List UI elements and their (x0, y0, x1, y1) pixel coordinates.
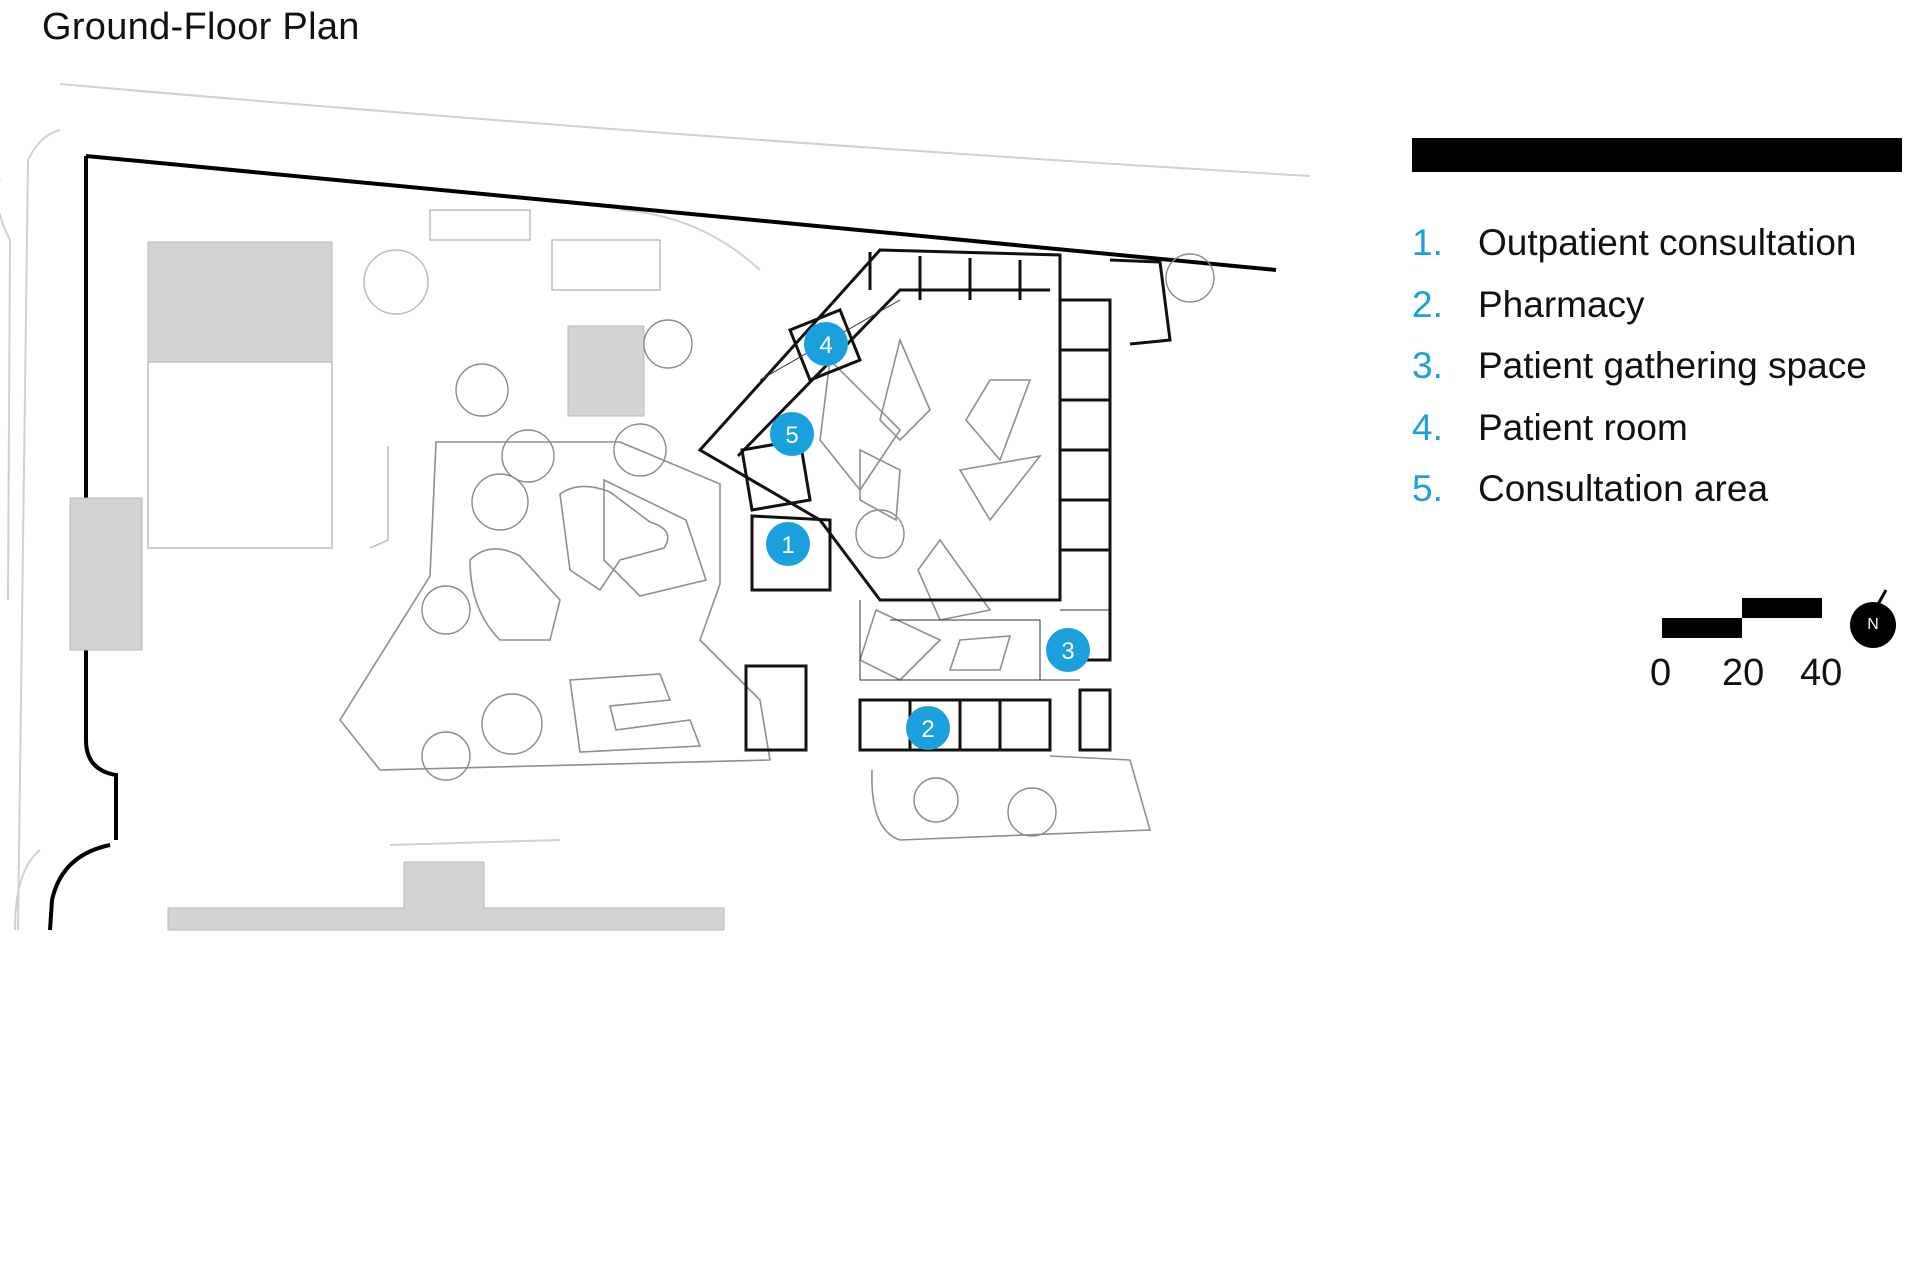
trees (421, 253, 1215, 837)
north-label: N (1867, 616, 1879, 633)
scale-label-40: 40 (1800, 652, 1843, 694)
legend-number: 2. (1412, 283, 1443, 325)
road-lines (0, 83, 1311, 931)
legend-item: 3. Patient gathering space (1412, 345, 1867, 407)
legend-header-bar (1412, 138, 1902, 172)
site-boundary (48, 154, 1277, 931)
terrace (871, 755, 1152, 841)
page-title: Ground-Floor Plan (42, 6, 360, 48)
legend-item: 2. Pharmacy (1412, 284, 1867, 346)
landscape-garden (339, 441, 771, 771)
marker-label: 3 (1061, 638, 1074, 665)
legend-label: Patient room (1478, 406, 1688, 448)
legend-number: 3. (1412, 345, 1443, 386)
legend-number: 1. (1412, 222, 1443, 263)
neighbour-buildings (69, 241, 725, 931)
marker-3: 3 (1046, 628, 1090, 672)
legend-label: Outpatient consultation (1478, 222, 1857, 263)
legend-item: 5. Consultation area (1412, 468, 1867, 530)
marker-label: 1 (781, 532, 794, 559)
marker-label: 2 (921, 716, 934, 743)
legend-number: 4. (1412, 406, 1443, 448)
legend-label: Patient gathering space (1478, 345, 1867, 386)
scale-bar (1662, 598, 1822, 638)
marker-5: 5 (770, 412, 814, 456)
room-markers: 1 2 3 4 5 (766, 322, 1090, 750)
marker-2: 2 (906, 706, 950, 750)
scale-label-0: 0 (1650, 652, 1672, 694)
legend-number: 5. (1412, 468, 1443, 509)
marker-label: 5 (785, 422, 798, 449)
courtyard-fins (819, 337, 1042, 681)
marker-1: 1 (766, 522, 810, 566)
legend-label: Pharmacy (1478, 283, 1645, 325)
marker-4: 4 (804, 322, 848, 366)
legend-label: Consultation area (1478, 468, 1769, 509)
marker-label: 4 (819, 332, 832, 359)
legend-item: 1. Outpatient consultation (1412, 222, 1867, 284)
legend-item: 4. Patient room (1412, 407, 1867, 469)
building-walls (697, 248, 1172, 752)
scale-label-20: 20 (1722, 652, 1765, 694)
north-arrow-icon: N (1850, 602, 1896, 648)
neighbour-outlines (147, 209, 661, 549)
legend: 1. Outpatient consultation 2. Pharmacy 3… (1412, 222, 1867, 530)
